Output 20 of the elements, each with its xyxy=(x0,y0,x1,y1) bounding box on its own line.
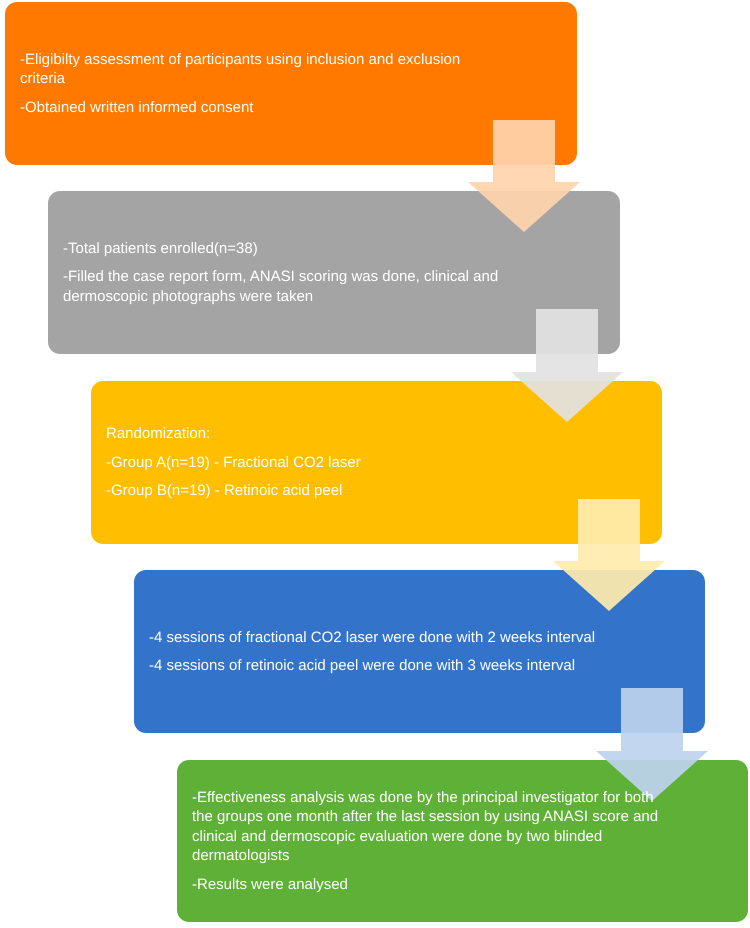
step-text: -4 sessions of retinoic acid peel were done with 3 weeks interval xyxy=(149,656,576,676)
step-text: -Filled the case report form, ANASI scoring was done, clinical and dermoscopic photographs were taken xyxy=(63,267,500,306)
step-text: -Obtained written informed consent xyxy=(20,98,254,118)
process-box xyxy=(134,570,705,733)
block-arrow xyxy=(553,499,665,611)
step-text: -Total patients enrolled(n=38) xyxy=(63,238,259,258)
process-box xyxy=(5,2,577,165)
step-text: -Results were analysed xyxy=(192,874,349,894)
process-box xyxy=(48,191,620,354)
process-box xyxy=(91,381,662,544)
step-text: -Effectiveness analysis was done by the principal investigator for both the groups one month after the last session by using ANASI score and clinical and dermoscopic evaluation were done by two blinded dermatologists xyxy=(192,788,660,866)
step-text: -Group A(n=19) - Fractional CO2 laser xyxy=(106,452,362,472)
block-arrow xyxy=(511,309,623,422)
block-arrow xyxy=(596,688,708,801)
step-text: -Eligibilty assessment of participants using inclusion and exclusion criteria xyxy=(20,50,462,89)
step-text: Randomization: xyxy=(106,424,212,444)
block-arrow xyxy=(468,120,580,232)
step-text: -Group B(n=19) - Retinoic acid peel xyxy=(106,481,344,501)
step-text: -4 sessions of fractional CO2 laser were done with 2 weeks interval xyxy=(149,628,596,647)
process-box xyxy=(177,760,748,922)
